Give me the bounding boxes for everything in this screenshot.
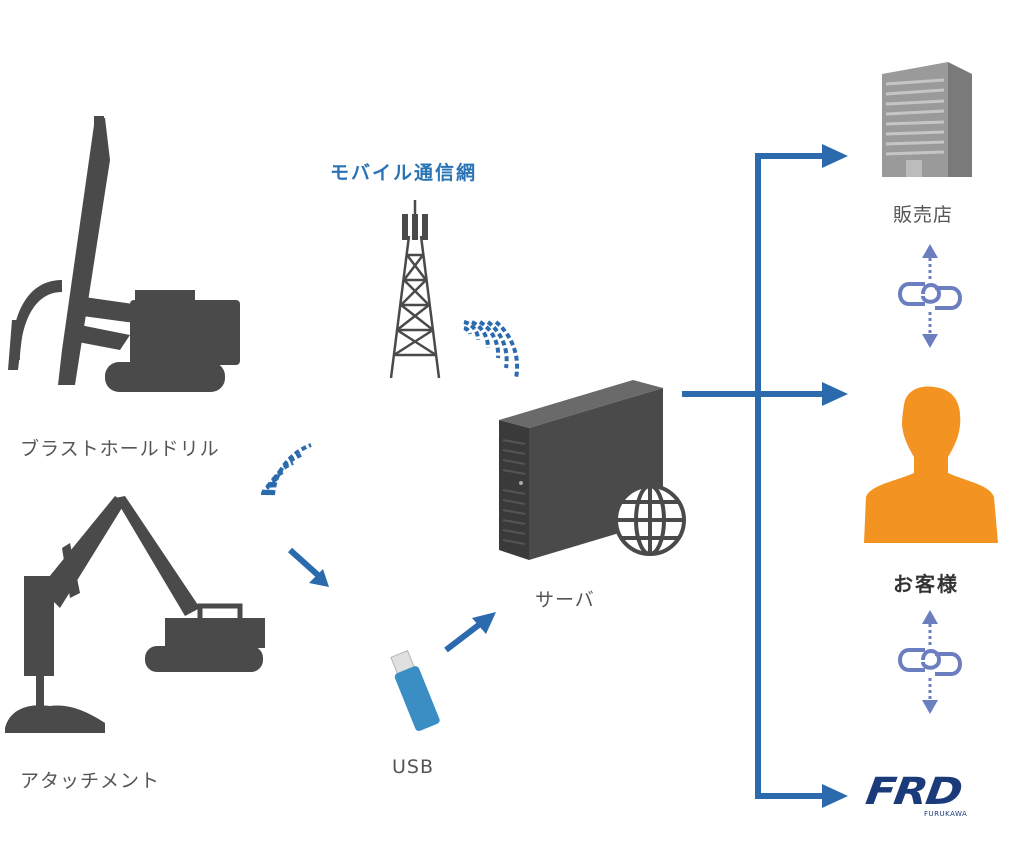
wireless-signal-icon	[261, 443, 312, 496]
frd-logo-sublabel: FURUKAWA	[924, 810, 968, 818]
server-label: サーバ	[535, 589, 595, 611]
link-icon	[898, 610, 962, 714]
excavator-attachment-icon	[5, 496, 265, 733]
frd-logo: FRD FURUKAWA	[863, 769, 996, 820]
server-icon	[499, 380, 686, 560]
attachment-label: アタッチメント	[20, 770, 161, 792]
mobile-network-label: モバイル通信網	[330, 162, 478, 184]
cell-tower-icon	[389, 200, 441, 379]
globe-icon	[614, 484, 686, 556]
arrow-to-frd	[822, 784, 848, 808]
person-icon	[864, 386, 998, 543]
drill-label: ブラストホールドリル	[20, 438, 220, 460]
customer-label: お客様	[893, 572, 959, 596]
link-icon	[898, 244, 962, 348]
wireless-signal-icon	[463, 320, 520, 379]
building-icon	[882, 62, 972, 177]
arrow-to-customer	[822, 382, 848, 406]
frd-logo-text: FRD	[863, 769, 964, 814]
blasthole-drill-icon	[8, 116, 240, 392]
arrow-to-usb	[287, 547, 329, 587]
arrow-to-server	[444, 612, 496, 653]
usb-drive-icon	[390, 650, 440, 731]
arrow-to-dealer	[822, 144, 848, 168]
dealer-label: 販売店	[893, 204, 954, 226]
usb-label: USB	[392, 756, 435, 778]
